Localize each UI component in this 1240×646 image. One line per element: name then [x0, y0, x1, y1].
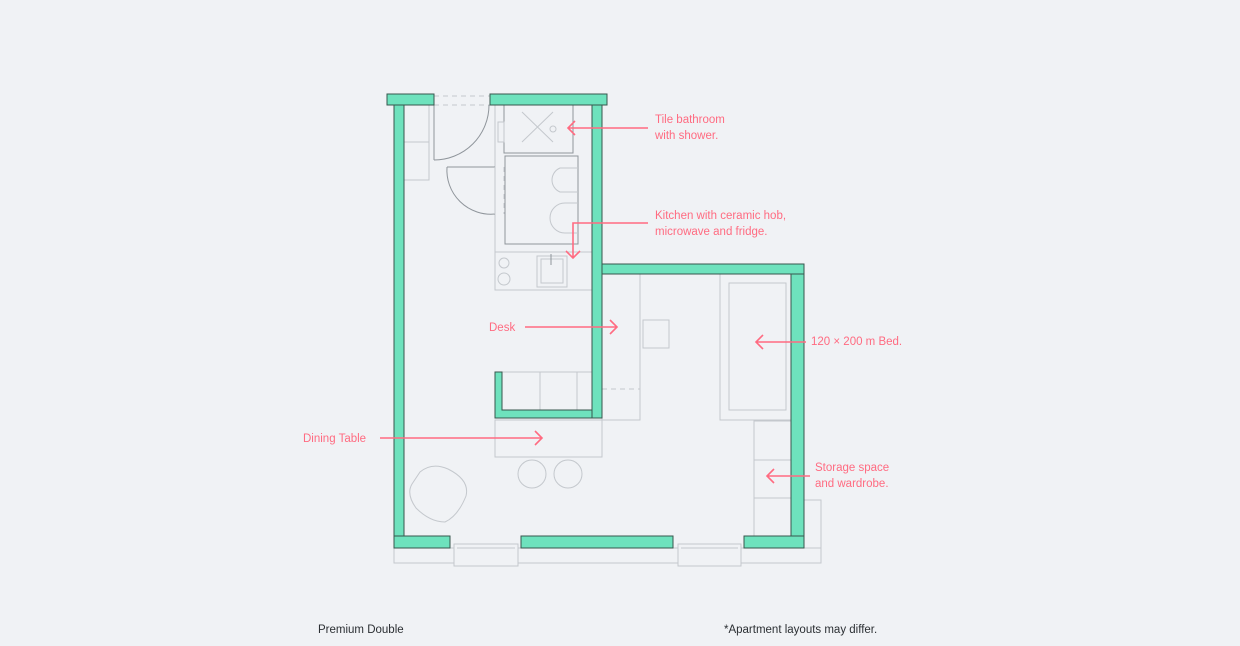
- label-kitchen-line2: microwave and fridge.: [655, 226, 768, 238]
- label-dining-table: Dining Table: [303, 433, 367, 445]
- windows: [453, 543, 742, 567]
- annotation-arrows: [380, 120, 810, 484]
- room-type-label: Premium Double: [318, 624, 404, 636]
- label-desk: Desk: [489, 322, 516, 334]
- arrow-bed: [754, 334, 806, 350]
- arrow-storage: [765, 468, 810, 484]
- arrow-dining: [380, 430, 544, 446]
- kitchen-counter: [494, 251, 593, 291]
- arrow-desk: [525, 319, 619, 335]
- dining-table: [409, 419, 603, 523]
- bathroom: [446, 104, 593, 291]
- label-storage: Storage space and wardrobe.: [815, 460, 889, 492]
- bed: [719, 273, 792, 421]
- label-bathroom-line2: with shower.: [655, 130, 719, 142]
- label-bed: 120 × 200 m Bed.: [811, 336, 903, 348]
- arrow-kitchen: [565, 222, 648, 260]
- disclaimer: *Apartment layouts may differ.: [724, 624, 878, 636]
- walls: [386, 93, 805, 549]
- label-bathroom: Tile bathroom with shower.: [655, 112, 725, 144]
- arrow-bathroom: [566, 120, 648, 136]
- desk: [601, 273, 670, 421]
- label-storage-line1: Storage space: [815, 462, 890, 474]
- label-kitchen-line1: Kitchen with ceramic hob,: [655, 210, 787, 222]
- label-kitchen: Kitchen with ceramic hob, microwave and …: [655, 208, 786, 240]
- storage-wardrobe: [753, 420, 792, 537]
- label-bathroom-line1: Tile bathroom: [655, 114, 725, 126]
- label-storage-line2: and wardrobe.: [815, 478, 889, 490]
- exterior-hatching: [393, 499, 822, 564]
